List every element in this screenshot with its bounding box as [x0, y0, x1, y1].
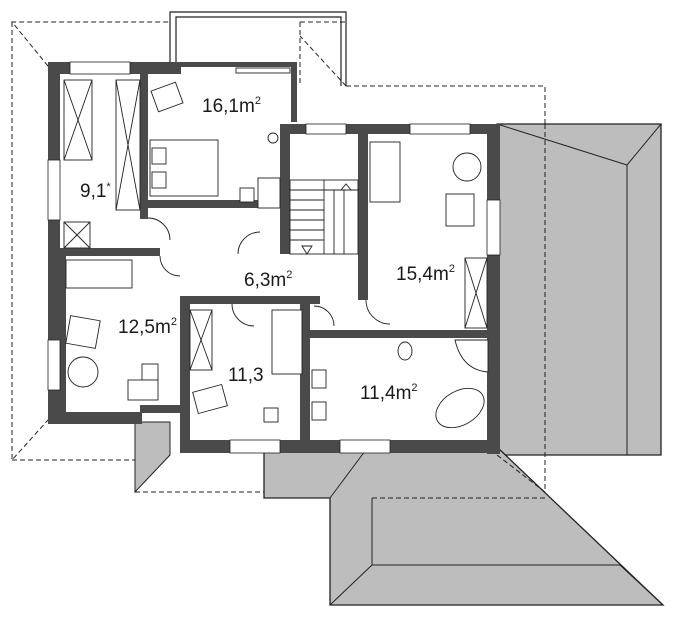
label-bedroom-left: 12,5m2 [118, 316, 177, 338]
furniture [63, 67, 489, 429]
room-labels: 16,1m2 9,1* 6,3m2 15,4m2 12,5m2 11,3 11,… [80, 95, 455, 404]
label-bedroom-master: 16,1m2 [202, 95, 261, 117]
label-hall: 6,3m2 [244, 269, 292, 291]
label-bathroom: 11,4m2 [360, 382, 418, 404]
roof-bottom [263, 446, 665, 606]
roof-left-wedge [134, 421, 171, 494]
label-dressing: 9,1* [80, 181, 111, 202]
label-bedroom-right: 15,4m2 [396, 263, 455, 285]
doors [147, 217, 391, 327]
balcony-frame [169, 11, 347, 86]
windows [47, 61, 501, 454]
staircase [289, 179, 359, 255]
label-bedroom-small: 11,3 [228, 365, 264, 386]
roof-right [496, 123, 662, 456]
